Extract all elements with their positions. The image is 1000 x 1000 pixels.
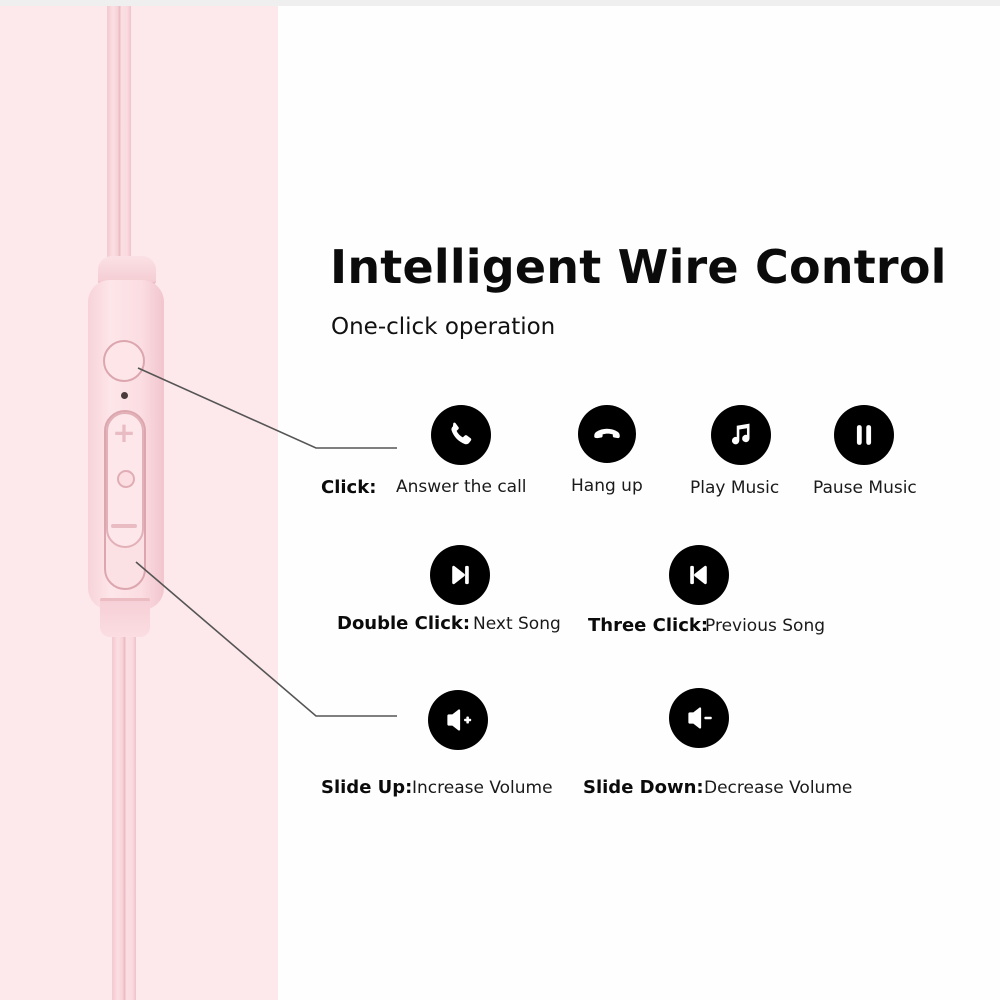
double-click-key-label: Double Click: bbox=[337, 613, 471, 634]
next-song-label: Next Song bbox=[473, 614, 561, 634]
music-note-icon bbox=[711, 405, 771, 465]
pause-icon bbox=[834, 405, 894, 465]
volume-down-icon bbox=[669, 688, 729, 748]
pause-music-label: Pause Music bbox=[813, 478, 917, 498]
three-click-key-label: Three Click: bbox=[588, 615, 709, 636]
page-subtitle: One-click operation bbox=[331, 314, 556, 340]
slide-up-key-label: Slide Up: bbox=[321, 777, 413, 798]
remote-bottom-collar bbox=[100, 598, 150, 637]
slide-down-key-label: Slide Down: bbox=[583, 777, 704, 798]
page-title: Intelligent Wire Control bbox=[330, 240, 947, 294]
hang-up-label: Hang up bbox=[571, 476, 643, 496]
previous-track-icon bbox=[669, 545, 729, 605]
top-border bbox=[0, 0, 1000, 6]
increase-volume-label: Increase Volume bbox=[412, 778, 553, 798]
cable-lower bbox=[112, 620, 136, 1000]
volume-minus-icon bbox=[111, 524, 137, 528]
next-track-icon bbox=[430, 545, 490, 605]
microphone-hole bbox=[121, 392, 128, 399]
volume-up-icon bbox=[428, 690, 488, 750]
previous-song-label: Previous Song bbox=[705, 616, 826, 636]
volume-plus-icon: + bbox=[112, 416, 136, 449]
answer-call-label: Answer the call bbox=[396, 477, 527, 497]
slider-center-dot bbox=[117, 470, 135, 488]
phone-hangup-icon bbox=[578, 405, 636, 463]
phone-answer-icon bbox=[431, 405, 491, 465]
play-music-label: Play Music bbox=[690, 478, 780, 498]
click-key-label: Click: bbox=[321, 477, 377, 498]
decrease-volume-label: Decrease Volume bbox=[704, 778, 853, 798]
remote-multifunction-button bbox=[103, 340, 145, 382]
cable-upper bbox=[107, 6, 131, 261]
